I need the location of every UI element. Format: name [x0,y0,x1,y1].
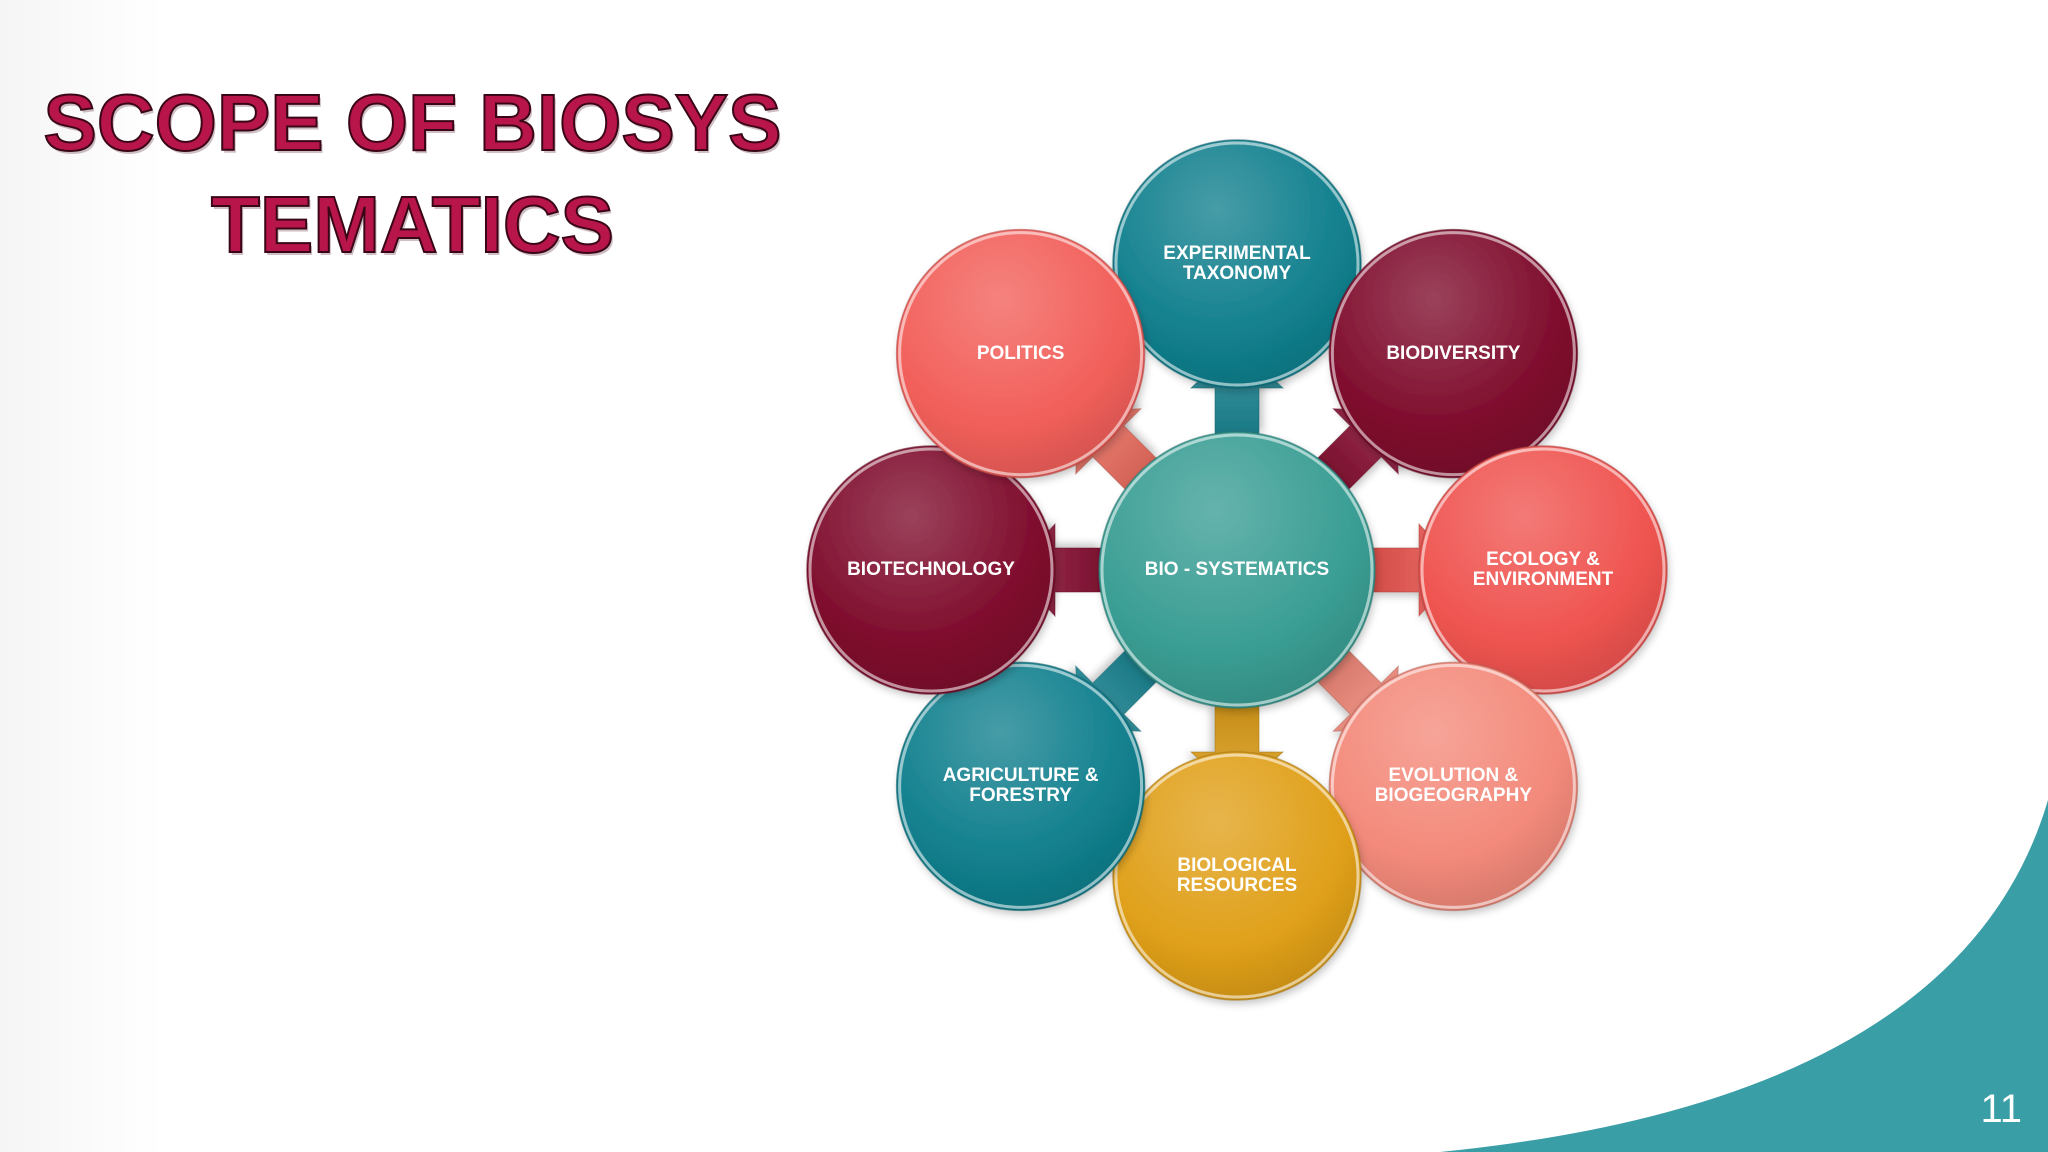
node-agriculture-forestry [895,661,1146,912]
node-politics [895,228,1146,479]
center-node-bio-systematics [1098,431,1376,709]
node-ecology-environment [1418,445,1668,695]
node-experimental-taxonomy [1112,139,1362,389]
page-number: 11 [1980,1087,2022,1131]
node-biotechnology [806,445,1056,695]
page-title: SCOPE OF BIOSYSTEMATICS [43,77,783,270]
circles-layer [806,139,1668,1001]
node-evolution-biogeography [1328,661,1579,912]
node-biological-resources [1112,751,1362,1001]
corner-wave-decoration [1440,800,2048,1152]
node-biodiversity [1328,228,1579,479]
